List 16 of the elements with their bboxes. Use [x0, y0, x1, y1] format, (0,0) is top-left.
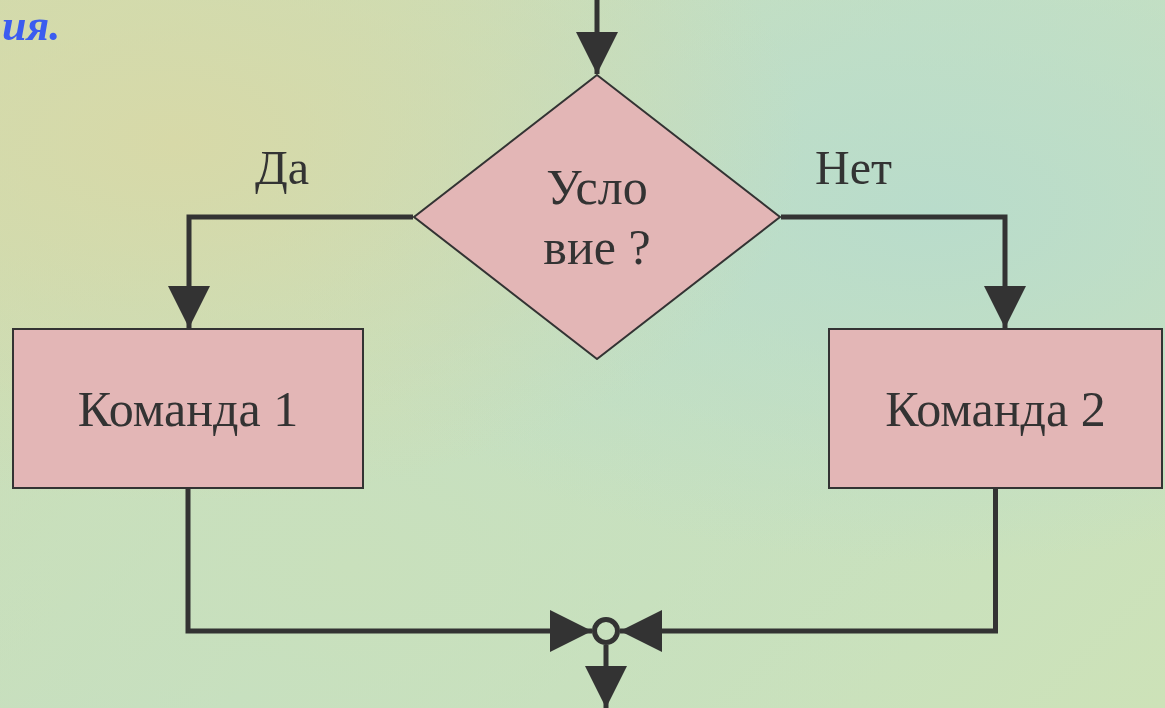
process-box: [12, 328, 364, 489]
edge-label: Нет: [815, 140, 892, 195]
node-text: Команда 2: [885, 379, 1106, 439]
arrow: [585, 645, 627, 708]
arrow: [620, 489, 998, 652]
node-text: Команда 1: [77, 379, 299, 439]
arrow: [185, 489, 592, 652]
arrow: [781, 214, 1026, 328]
edge-label: Да: [255, 140, 310, 195]
junction-circle: [592, 617, 620, 645]
node-text: Усло вие ?: [542, 158, 652, 277]
slide-title: ия.: [2, 0, 61, 51]
process-box: [828, 328, 1163, 489]
decision-diamond: [413, 74, 781, 360]
arrow: [576, 0, 618, 74]
arrow: [168, 214, 413, 328]
